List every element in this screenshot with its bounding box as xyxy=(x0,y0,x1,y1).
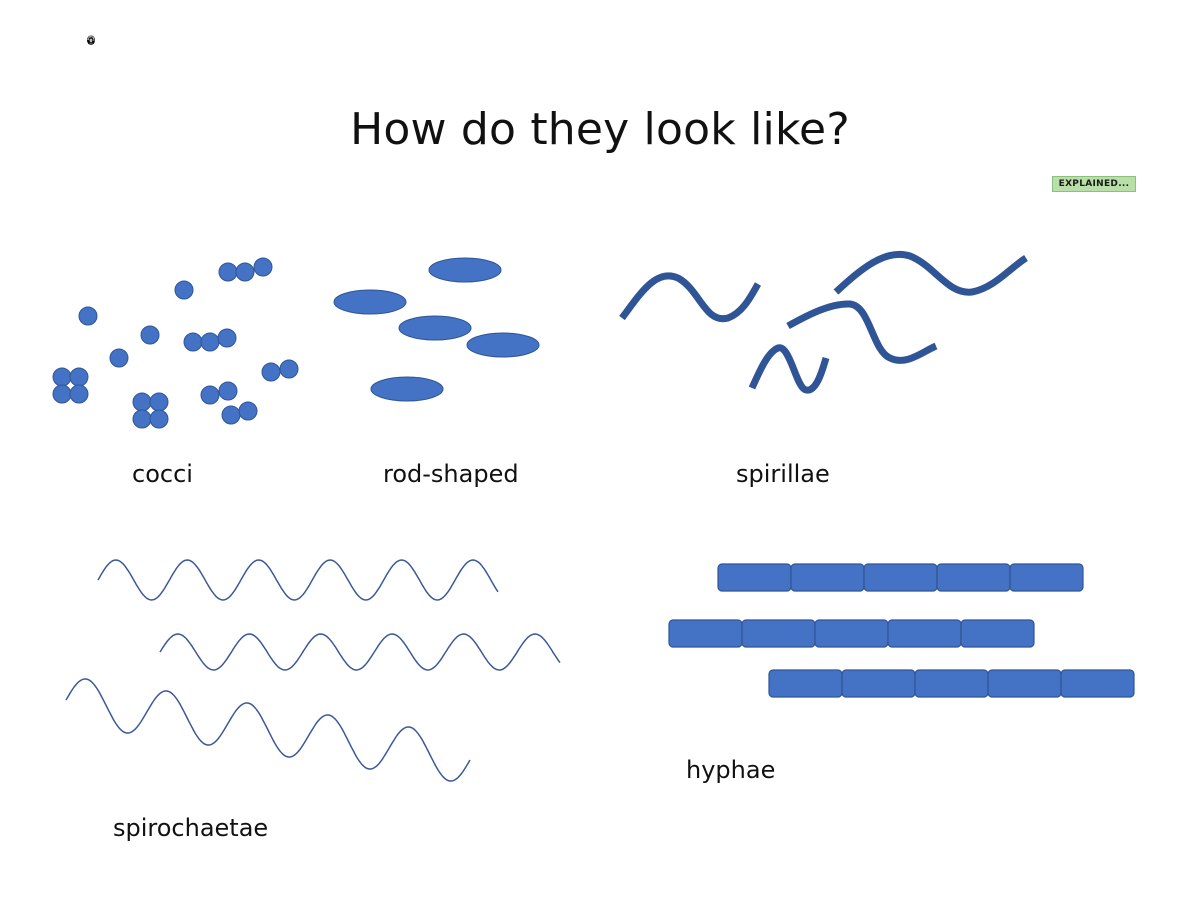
coccus xyxy=(221,405,241,425)
coccus xyxy=(132,409,152,429)
coccus xyxy=(279,359,299,379)
hypha-segment xyxy=(936,563,1011,592)
coccus xyxy=(200,385,220,405)
spirillae-group xyxy=(619,250,1028,394)
hypha-segment xyxy=(741,619,816,648)
logo xyxy=(87,35,95,45)
slide-title: How do they look like? xyxy=(350,104,850,155)
coccus xyxy=(140,325,160,345)
hyphae-group xyxy=(668,563,1135,698)
coccus xyxy=(261,362,281,382)
label-rod-shaped: rod-shaped xyxy=(383,460,519,488)
coccus xyxy=(109,348,129,368)
logo-badge: EXPLAINED... xyxy=(1052,176,1136,192)
hypha-segment xyxy=(841,669,916,698)
label-hyphae: hyphae xyxy=(686,756,776,784)
hypha-segment xyxy=(914,669,989,698)
coccus xyxy=(149,392,169,412)
rod-shaped-group xyxy=(333,257,540,402)
hypha-segment xyxy=(960,619,1035,648)
hypha-segment xyxy=(1060,669,1135,698)
rod xyxy=(398,315,472,341)
coccus xyxy=(218,381,238,401)
hypha-segment xyxy=(768,669,843,698)
coccus xyxy=(132,392,152,412)
hypha-segment xyxy=(790,563,865,592)
coccus xyxy=(52,384,72,404)
coccus xyxy=(183,332,203,352)
hypha-segment xyxy=(814,619,889,648)
label-spirochaetae: spirochaetae xyxy=(113,814,269,842)
coccus xyxy=(253,257,273,277)
hypha-segment xyxy=(668,619,743,648)
coccus xyxy=(69,367,89,387)
hypha-segment xyxy=(1009,563,1084,592)
rod xyxy=(466,332,540,358)
spirillum xyxy=(833,250,1028,296)
spirillum xyxy=(748,344,830,394)
rod xyxy=(333,289,407,315)
label-cocci: cocci xyxy=(132,460,193,488)
label-spirillae: spirillae xyxy=(736,460,830,488)
spirillum xyxy=(619,272,762,323)
spirochaete xyxy=(97,559,499,601)
coccus xyxy=(235,262,255,282)
rod xyxy=(370,376,444,402)
spirochaetae-group xyxy=(65,559,561,782)
scientist-portrait-icon xyxy=(87,35,95,45)
coccus xyxy=(174,280,194,300)
hypha-segment xyxy=(887,619,962,648)
coccus xyxy=(238,401,258,421)
coccus xyxy=(200,332,220,352)
hypha-segment xyxy=(987,669,1062,698)
hypha-segment xyxy=(717,563,792,592)
coccus xyxy=(218,262,238,282)
coccus xyxy=(78,306,98,326)
spirochaete xyxy=(65,678,471,782)
coccus xyxy=(69,384,89,404)
coccus xyxy=(217,328,237,348)
spirochaete xyxy=(159,633,561,671)
rod xyxy=(428,257,502,283)
spirillum xyxy=(786,300,938,364)
coccus xyxy=(149,409,169,429)
hypha-segment xyxy=(863,563,938,592)
cocci-group xyxy=(52,257,299,429)
coccus xyxy=(52,367,72,387)
